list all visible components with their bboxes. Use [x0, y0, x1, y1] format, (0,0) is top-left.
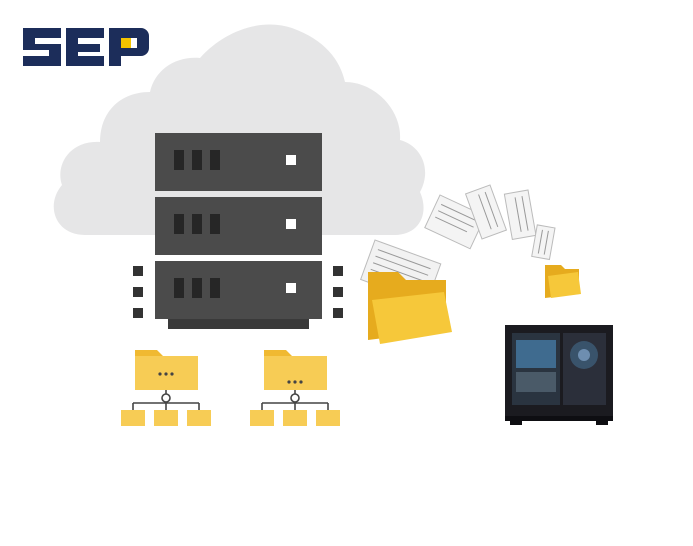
pc-case-icon [505, 325, 613, 425]
server-icon [133, 133, 343, 329]
cloud-icon [53, 24, 426, 235]
folder-icon [545, 265, 581, 298]
folder-tree-icon [121, 350, 211, 426]
folder-tree-icon [250, 350, 340, 426]
sep-logo [23, 28, 149, 66]
folder-icon [368, 272, 452, 344]
